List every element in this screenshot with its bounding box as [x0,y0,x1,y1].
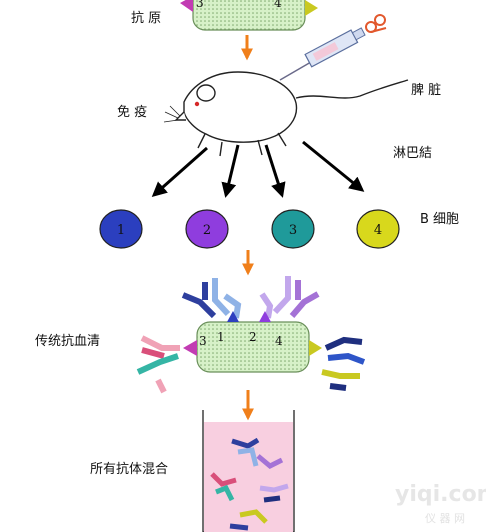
b-cell-1: 1 [99,209,143,249]
antibody-blue [181,278,242,319]
b-cell-label: 1 [117,223,125,238]
epitope-top-label-4: 4 [274,0,282,10]
epitope-mid-3 [183,340,197,356]
b-cell-circle [356,209,400,249]
arrow-to-bcell-2 [221,144,240,198]
b-cell-circle [99,209,143,249]
b-cell-circle [271,209,315,249]
label-b-cell: B 细胞 [420,212,460,227]
epitope-mid-label-3: 3 [199,334,207,348]
epitope-mid-label-4: 4 [275,334,283,348]
syringe-icon [279,14,387,81]
b-cell-3: 3 [271,209,315,249]
b-cell-label: 4 [374,223,382,238]
antigen-middle [183,311,322,373]
mouse-illustration [163,71,409,157]
watermark-main: yiqi.com [395,482,486,507]
test-tube [202,410,295,532]
arrow-to-bcell-3 [264,144,286,198]
epitope-top-3 [180,0,193,12]
b-cell-label: 3 [289,223,297,238]
watermark-sub: 仪 器 网 [425,512,465,525]
antigen-top [180,0,318,31]
epitope-mid-label-1: 1 [217,330,225,344]
b-cell-circle [185,209,229,249]
b-cell-4: 4 [356,209,400,249]
b-cells-row: 1 2 3 4 [99,209,400,249]
epitope-mid-1 [227,311,239,322]
antibody-navy [321,336,366,391]
b-cell-2: 2 [185,209,229,249]
b-cell-label: 2 [203,223,211,238]
epitope-top-4 [305,0,318,16]
label-serum: 传统抗血清 [35,334,101,349]
epitope-mid-2 [259,311,271,322]
label-antigen: 抗 原 [131,11,162,26]
label-mixture: 所有抗体混合 [90,462,169,477]
epitope-mid-label-2: 2 [249,330,257,344]
arrow-to-bcell-1 [151,146,208,197]
antibody-pink [136,335,180,394]
label-lymph-node: 淋巴結 [393,146,433,161]
epitope-top-label-3: 3 [196,0,204,10]
label-immunize: 免 疫 [117,105,148,120]
epitope-mid-4 [309,340,322,356]
label-spleen: 脾 脏 [411,83,442,98]
antibody-purple [259,276,320,319]
arrow-to-bcell-4 [302,140,365,192]
